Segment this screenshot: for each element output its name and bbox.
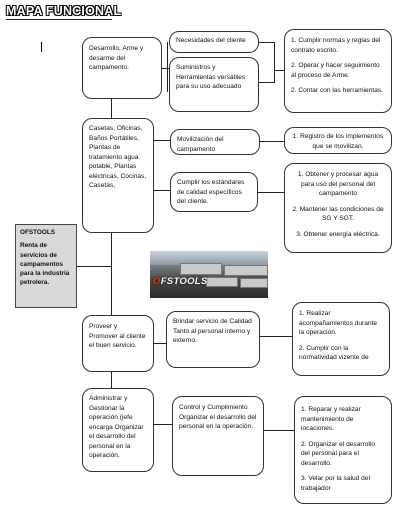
org-description: Renta de servicios de campamentos para l… (20, 242, 70, 287)
right-text-2b-2: 2. Mantener las condiciones de SG Y SGT. (292, 205, 384, 223)
connector (162, 68, 174, 69)
mid-text-2a: Movilización del campamento (177, 136, 224, 153)
main-box-2: Casetas, Oficinas, Baños Portátiles, Pla… (82, 118, 154, 233)
mid-box-3: Brindar servicio de Calidad Tanto al per… (166, 311, 260, 368)
mid-text-1b: Suministros y Herramientas versátiles pa… (176, 64, 246, 91)
mid-text-3: Brindar servicio de Calidad Tanto al per… (173, 318, 252, 345)
photo-shed (180, 263, 222, 275)
main-text-2: Casetas, Oficinas, Baños Portátiles, Pla… (89, 125, 147, 190)
connector (258, 192, 284, 193)
photo-logo: OFSTOOLS (153, 276, 208, 287)
org-connector (77, 266, 111, 267)
text-cursor (41, 42, 42, 52)
photo-shed (224, 265, 268, 276)
photo-shed (240, 278, 268, 288)
main-box-4: Administrar y Gestionar la operación (je… (82, 388, 154, 472)
title-underline (6, 19, 112, 20)
connector (274, 70, 284, 71)
org-name: OFSTOOLS (20, 229, 56, 236)
right-text-2b-3: 3. Obtener energía eléctrica. (296, 230, 380, 238)
connector (259, 42, 274, 43)
main-box-1: Desarrollo, Arme y desarme del campament… (82, 37, 162, 99)
connector (167, 42, 168, 92)
spine-line (111, 233, 112, 315)
mid-box-2b: Cumplir los estándares de calidad especí… (170, 172, 258, 212)
right-text-4-3: 3. Velar por la salud del trabajador (301, 475, 370, 492)
right-text-3-1: 1. Realizar acompañamientos durante la o… (299, 310, 378, 337)
mid-text-2b: Cumplir los estándares de calidad especí… (177, 179, 245, 206)
main-text-4: Administrar y Gestionar la operación (je… (89, 395, 144, 460)
main-text-1: Desarrollo, Arme y desarme del campament… (89, 45, 144, 72)
connector (154, 343, 166, 344)
right-text-2b-1: 1. Obtener y procesar agua para uso del … (297, 171, 379, 198)
right-text-2a-1: 1. Registro de los implementos que se mo… (292, 133, 384, 150)
mid-box-1b: Suministros y Herramientas versátiles pa… (169, 57, 259, 112)
right-text-3-2: 2. Cumplir con la normatividad vizente d… (299, 344, 369, 362)
connector (259, 82, 274, 83)
main-box-3: Proveer y Promover al cliente el buen se… (82, 315, 154, 372)
right-box-4: 1. Reparar y realizar mantenimiento de l… (294, 396, 392, 504)
camp-photo: OFSTOOLS (150, 251, 268, 298)
mid-box-4: Control y Cumplimiento Organizar el desa… (172, 396, 264, 476)
spine-line (111, 372, 112, 388)
photo-shed (206, 277, 238, 287)
main-text-3: Proveer y Promover al cliente el buen se… (89, 323, 146, 350)
connector (154, 140, 170, 141)
photo-sky (150, 251, 268, 265)
connector (260, 141, 284, 142)
mid-box-1a: Necesidades del cliente (169, 31, 259, 53)
right-box-2a: 1. Registro de los implementos que se mo… (284, 127, 392, 154)
connector (154, 190, 170, 191)
right-box-3: 1. Realizar acompañamientos durante la o… (292, 302, 390, 376)
right-box-1: 1. Cumplir normas y reglas del contrato … (284, 29, 392, 113)
right-text-4-2: 2. Organizar el desarrollo del personal … (301, 440, 376, 467)
right-text-4-1: 1. Reparar y realizar mantenimiento de l… (301, 406, 361, 433)
connector (274, 42, 275, 83)
right-box-2b: 1. Obtener y procesar agua para uso del … (284, 163, 392, 253)
connector (154, 424, 172, 425)
org-box: OFSTOOLS Renta de servicios de campament… (15, 224, 77, 308)
right-text-1-2: 2. Operar y hacer seguimiento al proceso… (291, 62, 380, 79)
connector (260, 336, 292, 337)
connector (264, 430, 294, 431)
page-title: MAPA FUNCIONAL (6, 4, 122, 18)
mid-text-1a: Necesidades del cliente (176, 37, 246, 44)
spine-line (111, 99, 112, 118)
mid-box-2a: Movilización del campamento (170, 129, 260, 155)
mid-text-4: Control y Cumplimiento Organizar el desa… (179, 404, 257, 431)
right-text-1-1: 1. Cumplir normas y reglas del contrato … (291, 37, 381, 54)
right-text-1-3: 2. Contar con las herramientas. (291, 87, 383, 95)
